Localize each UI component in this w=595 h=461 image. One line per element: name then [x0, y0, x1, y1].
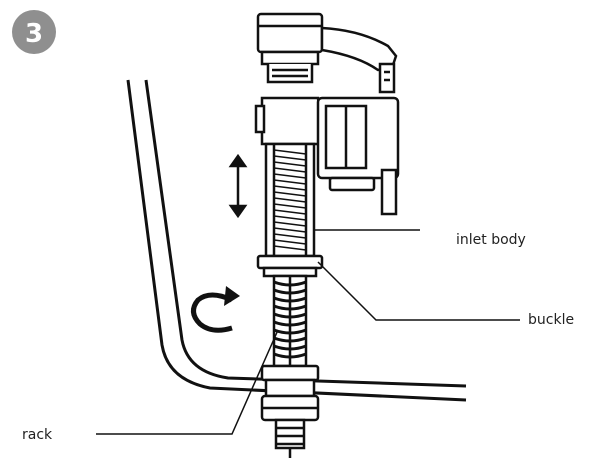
float-arm	[320, 26, 398, 94]
buckle-collar	[256, 254, 324, 278]
rotate-arrow-icon	[191, 286, 240, 333]
valve-top-cap	[256, 12, 324, 84]
spring-coils	[273, 280, 307, 359]
label-inlet-body: inlet body	[456, 232, 526, 248]
tank-wall	[126, 79, 467, 402]
vertical-double-arrow-icon	[228, 153, 248, 219]
label-rack: rack	[22, 427, 53, 443]
leader-buckle	[317, 261, 520, 321]
float-housing	[254, 96, 400, 216]
leader-rack	[96, 329, 279, 435]
leader-lines	[96, 229, 520, 435]
bottom-nut	[260, 364, 320, 458]
tube-hatching	[273, 149, 307, 251]
step-badge: 3	[12, 10, 56, 54]
step-number: 3	[25, 19, 43, 49]
label-buckle: buckle	[528, 312, 574, 328]
fill-valve	[254, 12, 400, 458]
rack-shank	[272, 274, 308, 368]
